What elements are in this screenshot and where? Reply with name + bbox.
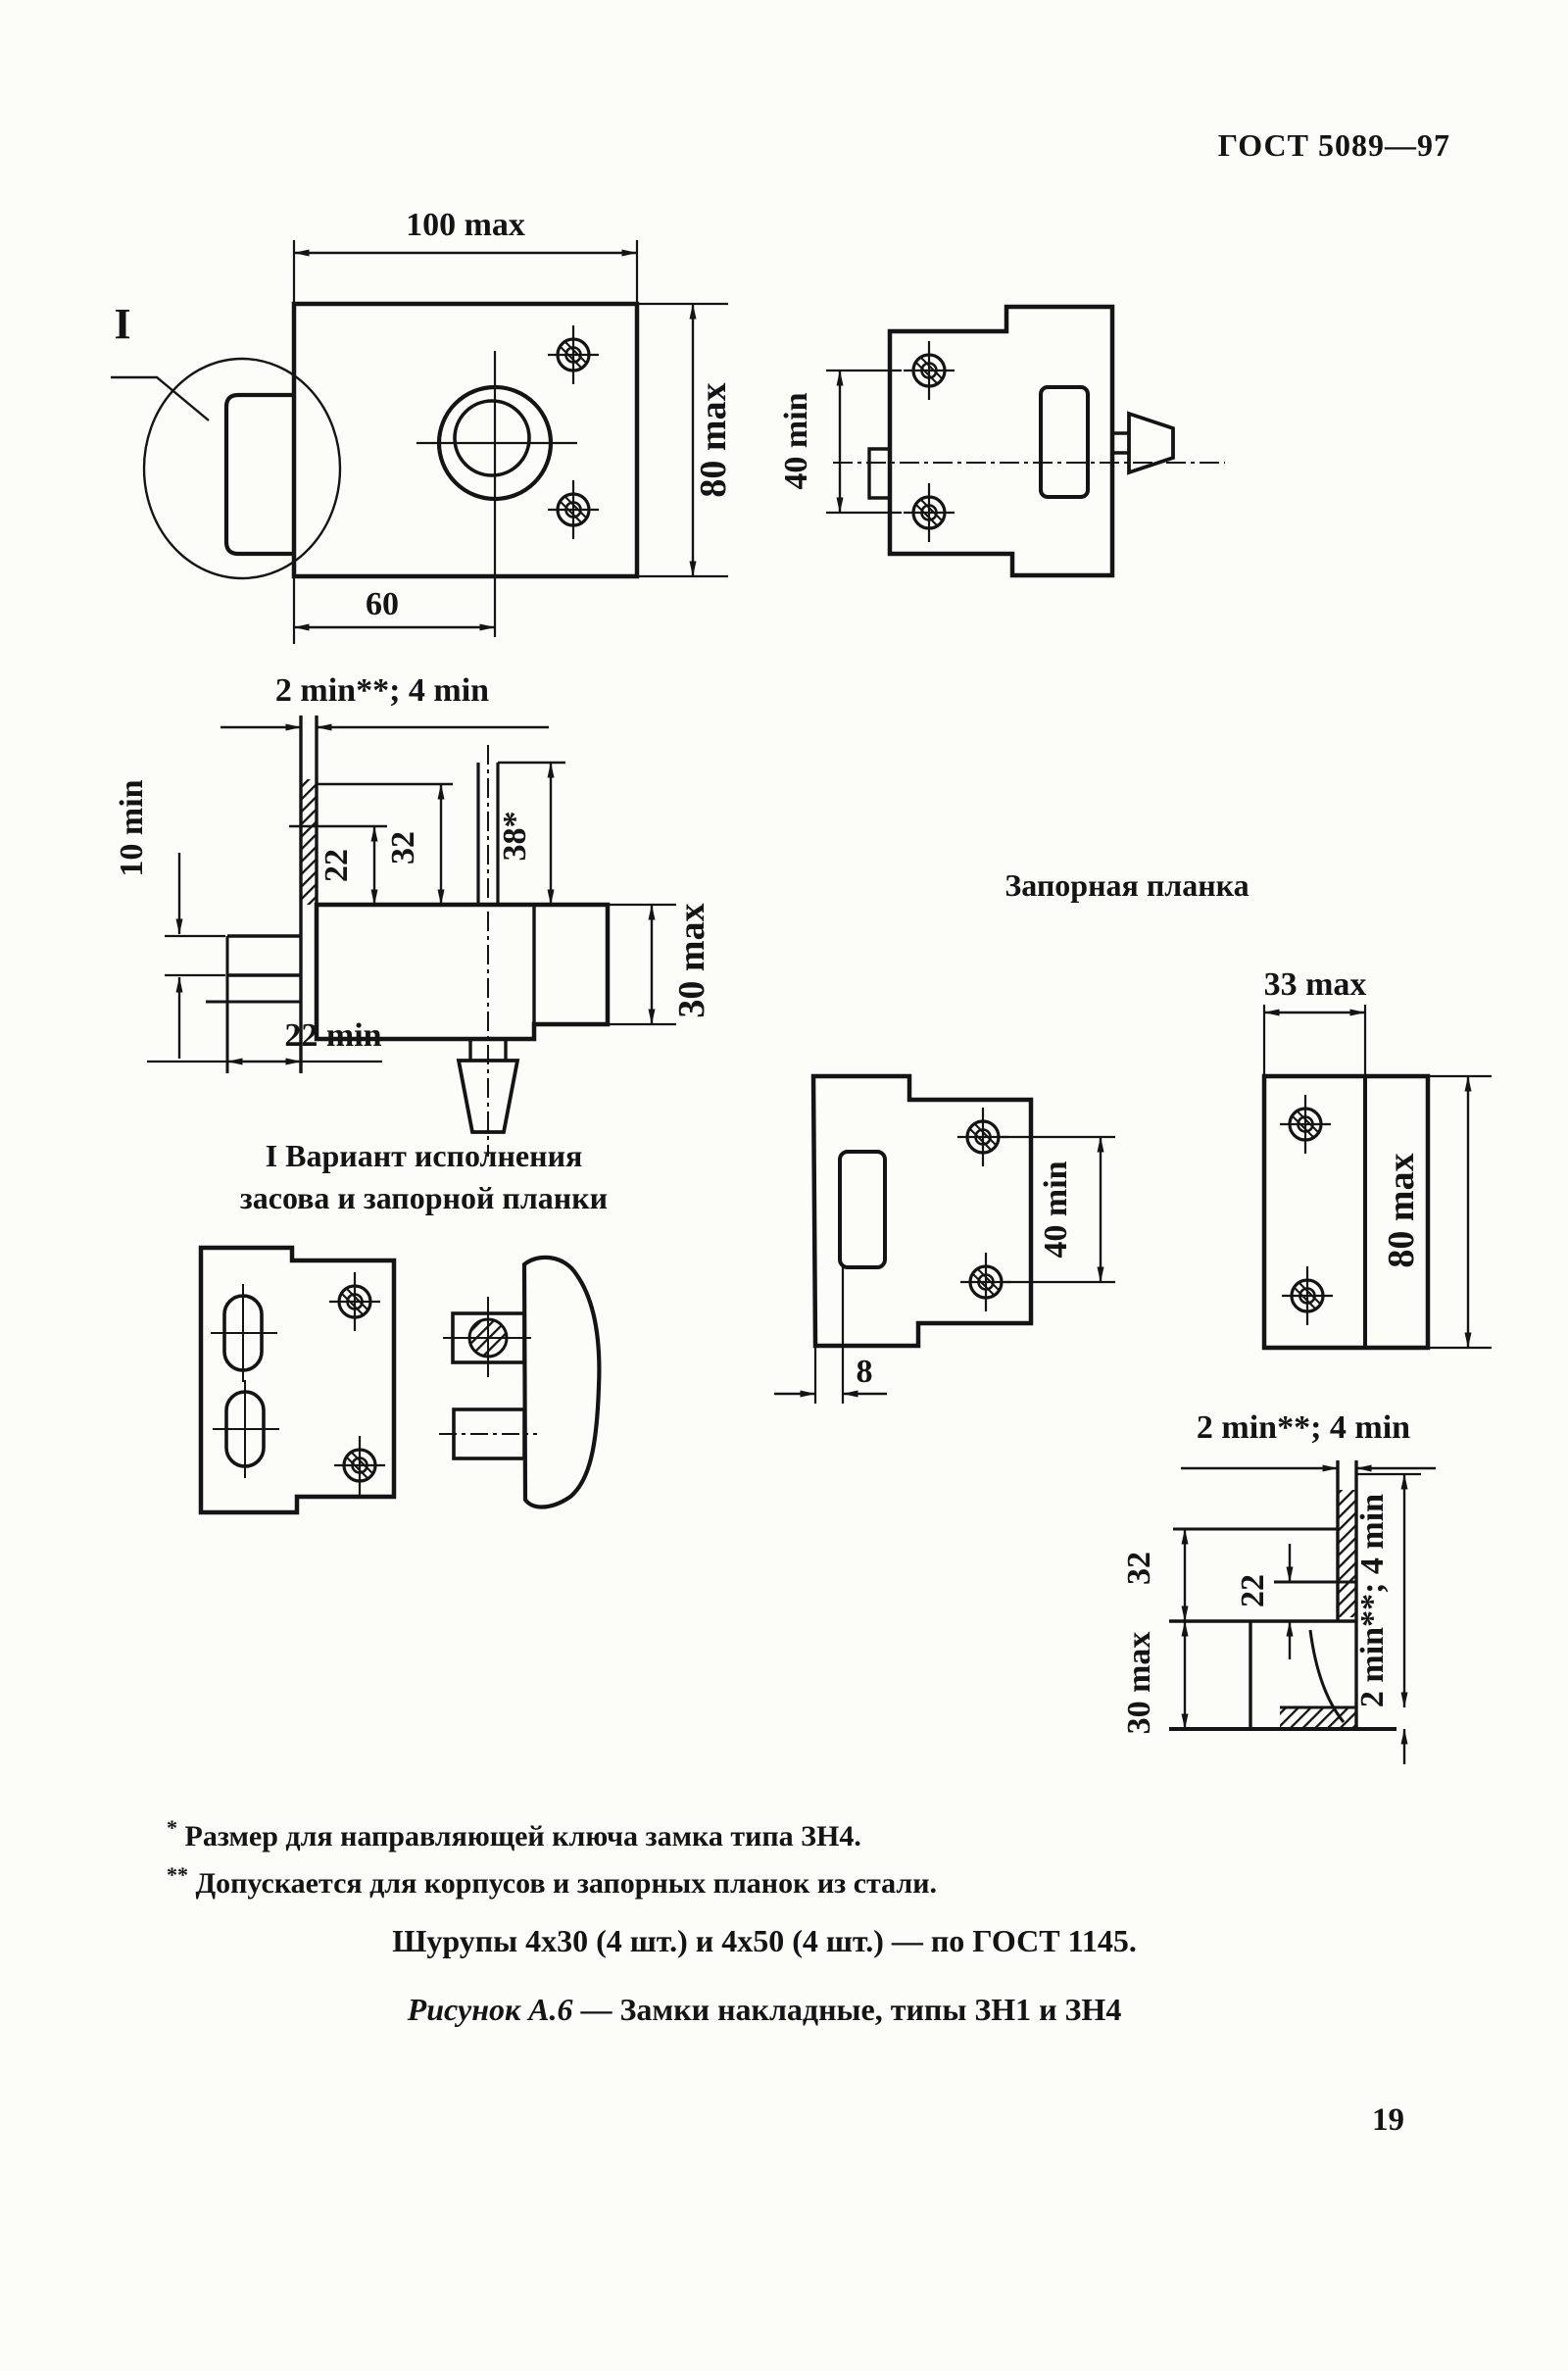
footnote-1: * Размер для направляющей ключа замка ти…: [167, 1815, 1362, 1853]
knob-profile: [1127, 411, 1175, 475]
figure-caption-separator: —: [572, 1992, 620, 2027]
cylinder-inner-circle: [453, 399, 531, 477]
dim-label-30max: 30 max: [671, 903, 712, 1017]
variant-title-line2: засова и запорной планки: [239, 1180, 609, 1216]
rear-slot: [1039, 385, 1090, 499]
screws-note: Шурупы 4х30 (4 шт.) и 4х50 (4 шт.) — по …: [392, 1923, 1137, 1958]
cylinder-outer-circle: [436, 384, 554, 502]
dim-label-8: 8: [857, 1354, 873, 1390]
dim-label-clearance-top: 2 min**; 4 min: [1197, 1409, 1410, 1446]
dim-label-38: 38*: [497, 812, 533, 862]
figure-detail-section: 2 min**; 4 min 32 22 30 max 2 min**; 4 m…: [1121, 1409, 1436, 1764]
bolt-rear-stub: [867, 447, 890, 500]
bolt-front-face: [223, 392, 294, 557]
lock-case-outline: [291, 301, 640, 579]
figure-caption-label: Рисунок А.6: [407, 1992, 573, 2027]
variant-strike-outline: [198, 1245, 397, 1515]
dim-label-40min: 40 min: [1038, 1161, 1074, 1258]
dim-label-32: 32: [385, 831, 421, 864]
strike-slot: [838, 1150, 887, 1269]
strike-side-outline: [1261, 1073, 1431, 1351]
variant-title-line1: I Вариант исполнения: [265, 1138, 583, 1173]
figure-caption: Рисунок А.6 — Замки накладные, типы ЗН1 …: [167, 1992, 1362, 2028]
strike-plate-outline: [810, 1073, 1034, 1349]
dim-label-33max: 33 max: [1264, 966, 1367, 1003]
footnote-2-text: Допускается для корпусов и запорных план…: [188, 1867, 938, 1900]
variant-title: I Вариант исполнения засова и запорной п…: [157, 1135, 691, 1219]
dim-label-32: 32: [1121, 1552, 1157, 1585]
dim-label-100max: 100 max: [406, 207, 525, 243]
standard-number: ГОСТ 5089—97: [1217, 127, 1450, 163]
dim-label-22min: 22 min: [284, 1017, 381, 1054]
dim-label-60: 60: [366, 586, 399, 622]
dim-label-30max: 30 max: [1121, 1632, 1157, 1735]
strike-plate-title: Запорная планка: [1004, 867, 1250, 903]
door-leaf-hatch: [301, 779, 317, 905]
knob-section: [456, 1059, 520, 1134]
dim-label-22: 22: [1235, 1574, 1271, 1607]
figure-strike-plate-side: 33 max 80 max: [1261, 966, 1492, 1351]
dim-label-10min: 10 min: [114, 779, 150, 876]
figure-lock-section-view: 2 min**; 4 min 10 min 22 32 38* 30 max 2…: [114, 672, 712, 1157]
detail-leader-line: [111, 375, 210, 421]
dim-label-80max: 80 max: [693, 382, 734, 497]
variant-bolt-head: [521, 1255, 602, 1509]
footnote-2: ** Допускается для корпусов и запорных п…: [167, 1862, 1362, 1901]
lock-case-rear-outline: [887, 304, 1115, 578]
figure-lock-front-view: 100 max I 80 max 60: [111, 207, 734, 644]
detail-label-I: I: [114, 300, 130, 348]
dim-label-22: 22: [318, 849, 355, 882]
figure-variant-bolt-strike: [198, 1245, 602, 1515]
page-number: 19: [1372, 2102, 1404, 2138]
dim-label-80max: 80 max: [1381, 1153, 1422, 1267]
door-edge-hatch: [1338, 1490, 1356, 1617]
figure-strike-plate-front: 40 min 8: [774, 1073, 1115, 1404]
footnote-2-marker: **: [167, 1862, 188, 1887]
strike-plate-hatch: [1280, 1707, 1356, 1729]
dim-label-40min: 40 min: [778, 392, 814, 489]
dim-label-clearance: 2 min**; 4 min: [275, 672, 489, 709]
figure-caption-text: Замки накладные, типы ЗН1 и ЗН4: [619, 1992, 1122, 2027]
detail-circle: [142, 357, 342, 580]
footnote-1-marker: *: [167, 1815, 177, 1840]
figure-lock-rear-view: 40 min: [778, 304, 1225, 578]
footnote-1-text: Размер для направляющей ключа замка типа…: [177, 1820, 861, 1852]
dim-label-clearance-right: 2 min**; 4 min: [1354, 1494, 1391, 1707]
